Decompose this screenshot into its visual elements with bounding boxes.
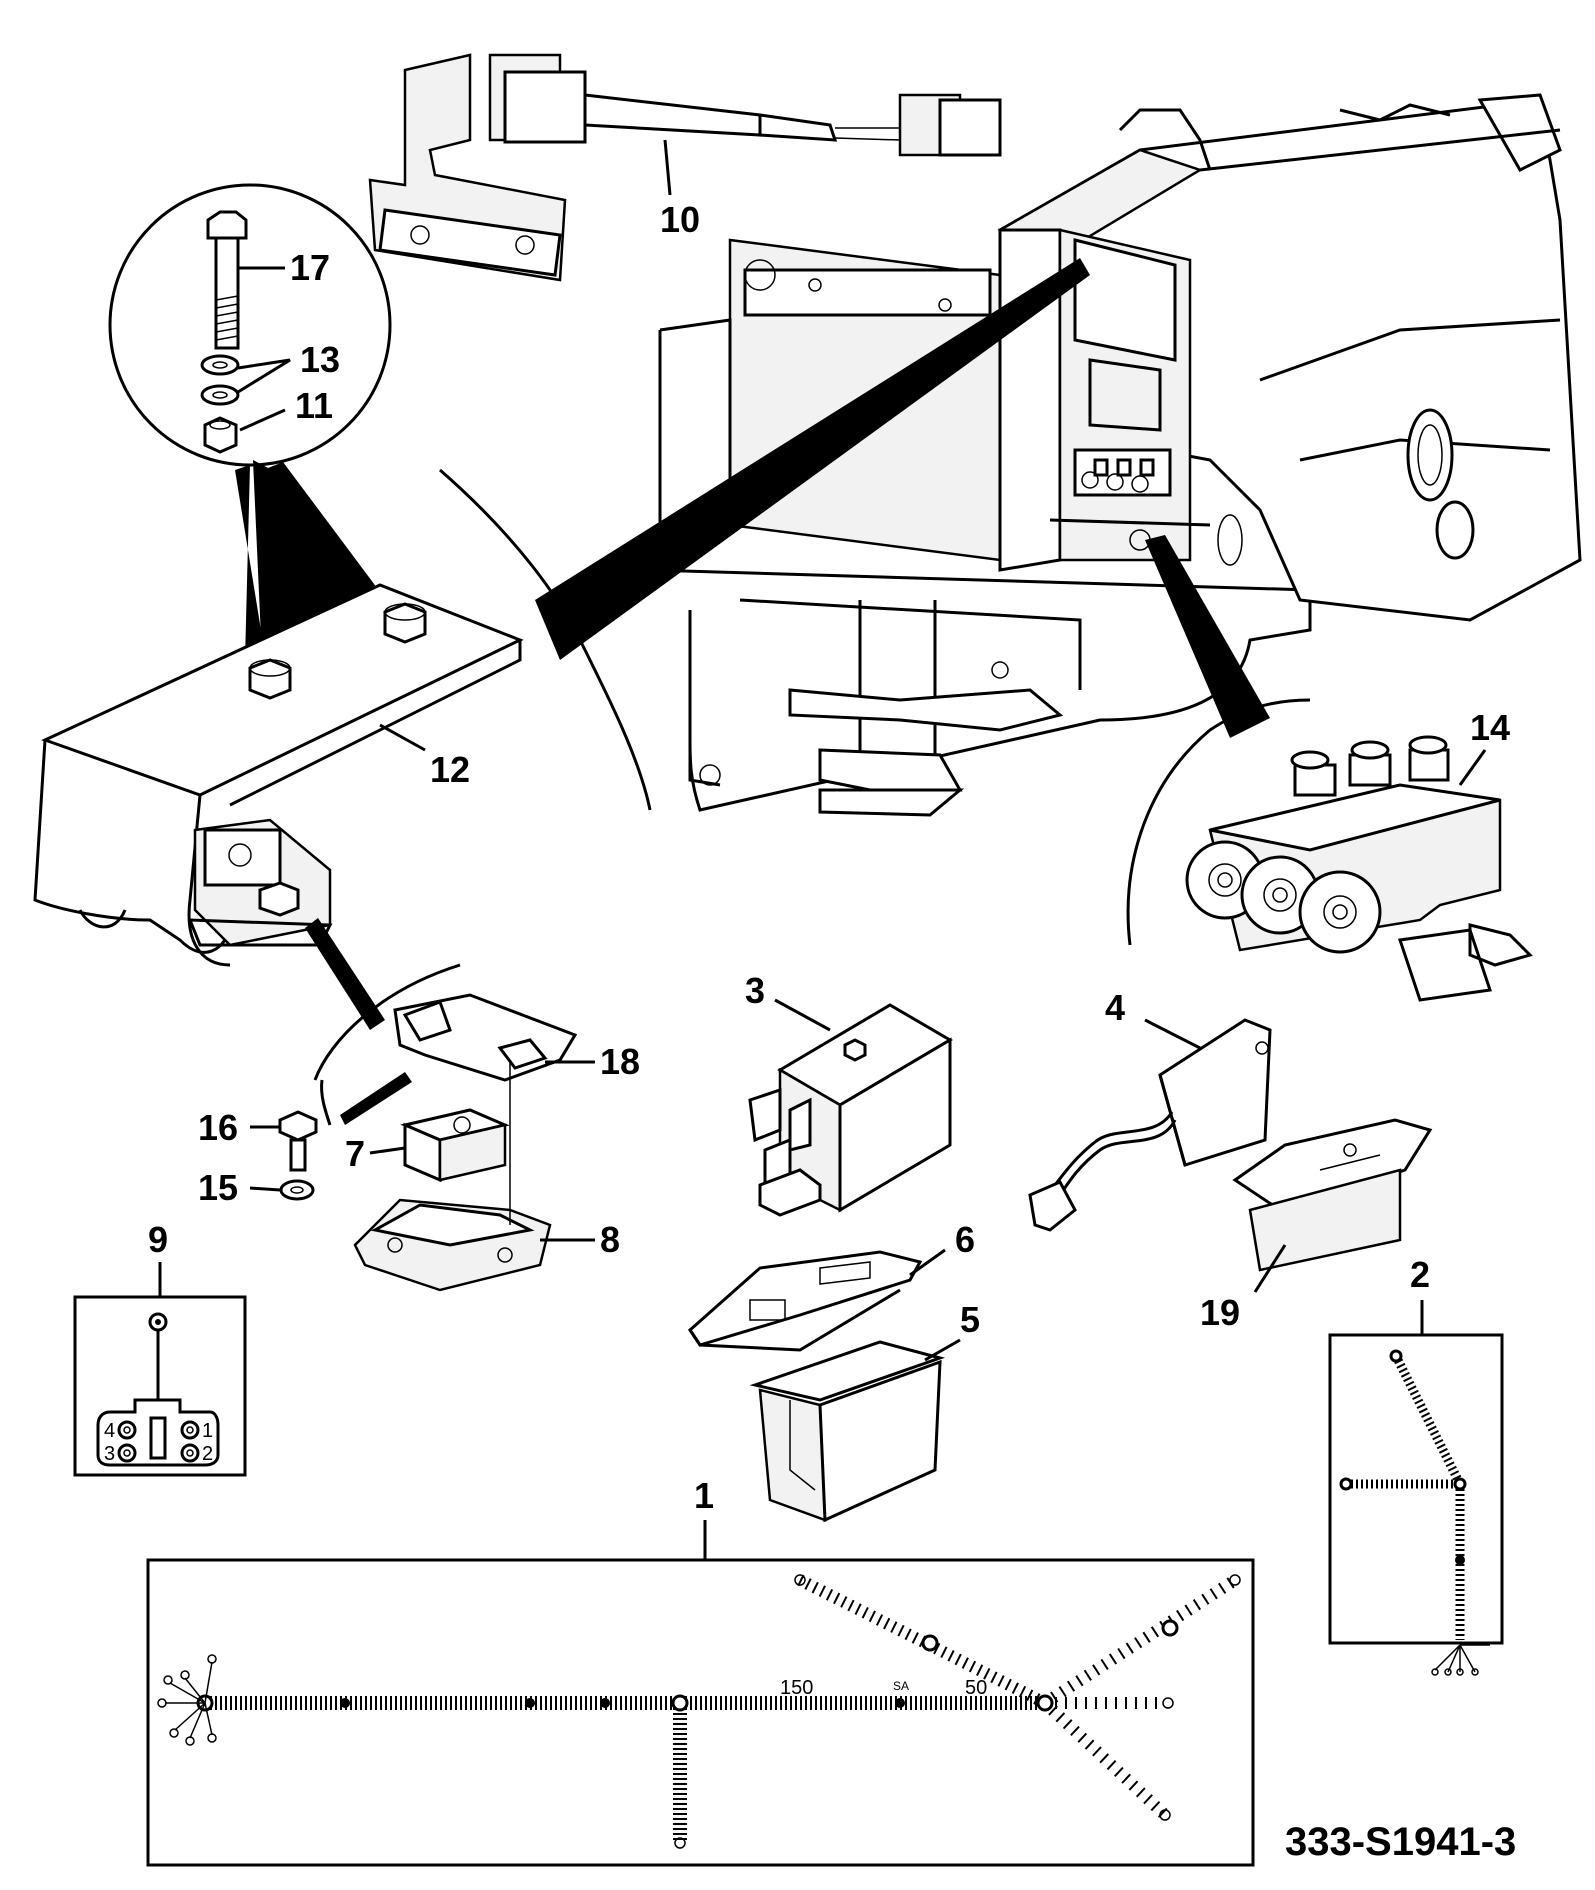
leader-15: [249, 1186, 281, 1192]
pin-1-label: 1: [202, 1420, 213, 1442]
leader-10: [663, 139, 672, 196]
rocker-6: [688, 1250, 923, 1352]
leader-19: [1253, 1244, 1287, 1293]
switch-body-5: [749, 1340, 946, 1523]
leader-6: [909, 1248, 946, 1277]
leader-4: [1144, 1018, 1201, 1050]
callout-1: 1: [694, 1475, 714, 1516]
callout-9: 9: [148, 1219, 168, 1260]
pin-2-label: 2: [202, 1443, 213, 1465]
callout-17: 17: [290, 247, 330, 288]
harness-mark-50: 50: [965, 1677, 987, 1699]
callout-13: 13: [300, 339, 340, 380]
pin-4-label: 4: [104, 1420, 115, 1442]
mount-detail: [278, 918, 578, 1292]
leader-13: [237, 358, 291, 394]
pin-3-label: 3: [104, 1443, 115, 1465]
detail-wedge-valve: [1145, 535, 1270, 738]
callout-18: 18: [600, 1041, 640, 1082]
callout-4: 4: [1105, 987, 1125, 1028]
callout-14: 14: [1470, 707, 1510, 748]
callout-5: 5: [960, 1299, 980, 1340]
leader-3: [774, 998, 831, 1032]
detail-wedge-bracket: [535, 258, 1090, 660]
callout-12: 12: [430, 749, 470, 790]
callout-10: 10: [660, 199, 700, 240]
leader-7: [369, 1146, 406, 1155]
harness-mark-sa: SA: [893, 1679, 909, 1693]
module-4: [1028, 1018, 1272, 1232]
valve-detail-circle: [1126, 698, 1533, 1002]
callout-19: 19: [1200, 1292, 1240, 1333]
leader-14: [1458, 749, 1487, 786]
callout-3: 3: [745, 970, 765, 1011]
cable-assembly-10: [368, 53, 1002, 282]
fastener-detail-circle: [108, 183, 395, 660]
harness-mark-150: 150: [780, 1677, 813, 1699]
figure-reference: 333-S1941-3: [1285, 1820, 1516, 1864]
connector-9: [73, 1295, 247, 1477]
switch-19: [1232, 1118, 1433, 1272]
callout-7: 7: [345, 1133, 365, 1174]
machine-chassis: [439, 93, 1582, 817]
callout-15: 15: [198, 1167, 238, 1208]
leader-11: [239, 408, 286, 432]
leader-12: [379, 723, 426, 752]
callout-16: 16: [198, 1107, 238, 1148]
callout-6: 6: [955, 1219, 975, 1260]
callout-2: 2: [1410, 1254, 1430, 1295]
leader-5: [924, 1338, 961, 1362]
relay-3: [748, 1003, 953, 1217]
callout-11: 11: [295, 385, 333, 426]
harness-1: [146, 1558, 1255, 1867]
callout-8: 8: [600, 1219, 620, 1260]
harness-2: [1328, 1333, 1504, 1676]
bracket-12: [33, 583, 524, 967]
